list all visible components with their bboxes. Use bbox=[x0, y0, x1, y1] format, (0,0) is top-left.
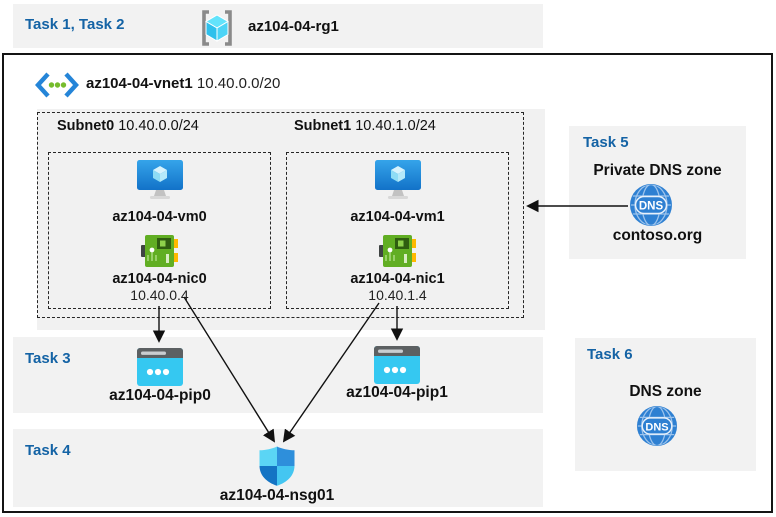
nic0-label: az104-04-nic0 bbox=[112, 271, 207, 287]
subnet0-box: az104-04-vm0 az104-04-nic0 10.40.0.4 bbox=[48, 152, 271, 309]
subnet1-title: Subnet1 10.40.1.0/24 bbox=[294, 118, 436, 134]
nsg-label: az104-04-nsg01 bbox=[219, 487, 335, 504]
vnet-cidr: 10.40.0.0/20 bbox=[196, 75, 281, 92]
task3-band: Task 3 az104-04-pip0 az104-04-pip1 bbox=[13, 337, 543, 413]
nic0-ip: 10.40.0.4 bbox=[130, 287, 189, 303]
task6-label: Task 6 bbox=[587, 346, 633, 363]
subnet0-name: Subnet0 bbox=[57, 118, 115, 134]
subnet1-name: Subnet1 bbox=[294, 118, 352, 134]
resource-group-icon bbox=[202, 10, 232, 46]
vm1-label: az104-04-vm1 bbox=[350, 209, 445, 225]
vnet-name: az104-04-vnet1 bbox=[86, 75, 193, 92]
task12-label: Task 1, Task 2 bbox=[25, 16, 125, 33]
vm1-icon bbox=[374, 160, 421, 199]
private-dns-zone-title: Private DNS zone bbox=[593, 162, 722, 179]
vm0-icon bbox=[136, 160, 183, 199]
header-band: Task 1, Task 2 az104-04-rg1 bbox=[13, 4, 543, 48]
subnet1-box: az104-04-vm1 az104-04-nic1 10.40.1.4 bbox=[286, 152, 509, 309]
subnet1-cidr: 10.40.1.0/24 bbox=[355, 118, 436, 134]
task4-band: Task 4 az104-04-nsg01 bbox=[13, 429, 543, 507]
dns-zone-icon-text: DNS bbox=[645, 421, 668, 433]
private-dns-zone-name: contoso.org bbox=[612, 227, 703, 244]
task5-box: Task 5 Private DNS zone DNS contoso.org bbox=[569, 126, 746, 259]
vnet-title: az104-04-vnet1 10.40.0.0/20 bbox=[86, 75, 280, 92]
task5-label: Task 5 bbox=[583, 134, 629, 151]
resource-group-name: az104-04-rg1 bbox=[248, 18, 339, 35]
subnet0-title: Subnet0 10.40.0.0/24 bbox=[57, 118, 199, 134]
pip0-icon bbox=[137, 348, 183, 386]
vnet-icon bbox=[35, 72, 79, 98]
pip1-icon bbox=[374, 346, 420, 384]
private-dns-icon-text: DNS bbox=[639, 201, 664, 213]
private-dns-icon: DNS bbox=[630, 184, 672, 226]
task4-label: Task 4 bbox=[25, 442, 71, 459]
subnets-container bbox=[37, 112, 524, 318]
nic1-icon bbox=[378, 235, 416, 267]
subnet0-cidr: 10.40.0.0/24 bbox=[118, 118, 199, 134]
subnets-background bbox=[37, 109, 545, 330]
pip0-label: az104-04-pip0 bbox=[109, 387, 211, 404]
vm0-label: az104-04-vm0 bbox=[112, 209, 207, 225]
nic1-label: az104-04-nic1 bbox=[350, 271, 445, 287]
task3-label: Task 3 bbox=[25, 350, 71, 367]
nic1-ip: 10.40.1.4 bbox=[368, 287, 427, 303]
dns-zone-title: DNS zone bbox=[629, 383, 702, 400]
nic0-icon bbox=[140, 235, 178, 267]
pip1-label: az104-04-pip1 bbox=[346, 384, 448, 401]
task6-box: Task 6 DNS zone DNS bbox=[575, 338, 756, 471]
nsg-icon bbox=[259, 446, 295, 486]
dns-zone-icon: DNS bbox=[636, 405, 678, 447]
